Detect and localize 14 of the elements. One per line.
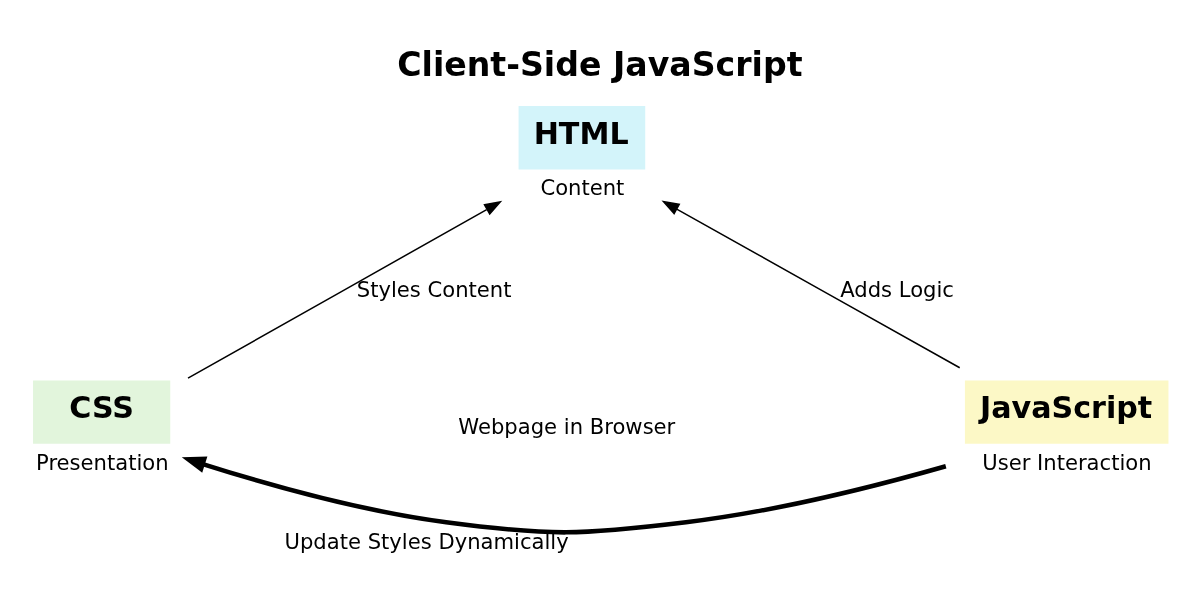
edge-label: Adds Logic (840, 277, 954, 303)
node-box: JavaScript (964, 380, 1169, 444)
arrow (181, 456, 947, 535)
node-label: User Interaction (982, 449, 1152, 475)
edge-label: Update Styles Dynamically (284, 529, 569, 555)
arrow (187, 200, 503, 379)
diagram-title: Client-Side JavaScript (397, 45, 803, 85)
node-box: HTML (518, 106, 646, 170)
node-label: Content (540, 175, 625, 201)
edge-label: Styles Content (356, 277, 512, 303)
node-box: CSS (33, 380, 171, 444)
label: Webpage in Browser (458, 414, 676, 440)
node-label: Presentation (36, 449, 169, 475)
arrow (661, 200, 961, 369)
